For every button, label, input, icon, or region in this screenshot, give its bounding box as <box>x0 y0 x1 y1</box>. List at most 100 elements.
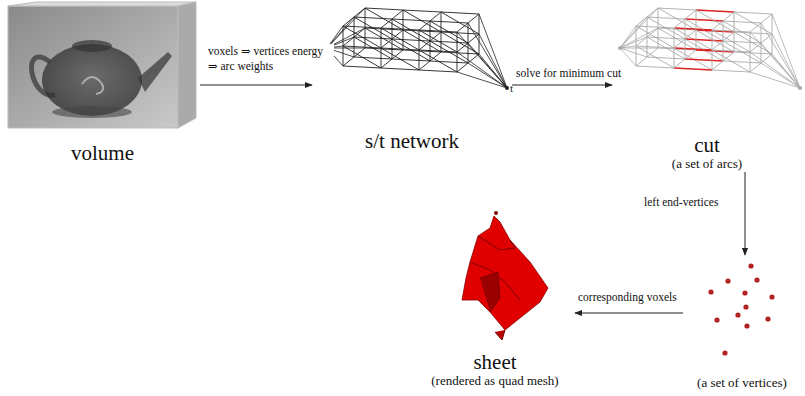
sink-arc <box>479 14 507 88</box>
network-arc <box>761 23 762 43</box>
network-arc <box>457 43 468 52</box>
network-arc <box>343 46 344 66</box>
network-arc <box>723 61 761 63</box>
network-arc <box>468 14 479 23</box>
network-arc <box>392 39 393 59</box>
network-arc <box>723 21 724 41</box>
network-arc <box>750 32 751 52</box>
network-arc <box>381 48 382 68</box>
flow-arrow <box>200 85 312 86</box>
diagram-node: s/t network <box>312 8 512 153</box>
network-arc <box>403 30 404 50</box>
network-arc <box>734 12 735 32</box>
network-arc <box>365 28 366 48</box>
network-arc <box>419 50 457 52</box>
network-arc <box>685 50 696 59</box>
edge-label: solve for minimum cut <box>514 66 623 81</box>
network-arc <box>430 32 441 41</box>
sink-arc <box>457 32 507 88</box>
sink-arc <box>468 63 507 88</box>
sink-vertex <box>505 86 509 90</box>
network-arc <box>750 23 761 32</box>
network-arc <box>674 28 675 48</box>
network-arc <box>419 21 430 30</box>
network-arc <box>457 23 468 32</box>
source-arc <box>620 48 658 49</box>
network-arc <box>712 50 750 52</box>
network-arc <box>712 61 723 70</box>
sink-arc <box>750 52 800 88</box>
network-arc <box>381 59 392 68</box>
network-arc <box>354 17 392 19</box>
network-arc <box>685 39 723 41</box>
flow-arrow <box>512 85 612 86</box>
network-arc <box>723 21 761 23</box>
network-arc <box>636 26 674 28</box>
network-arc <box>734 32 735 52</box>
network-arc <box>723 41 724 61</box>
network-arc <box>419 50 420 70</box>
network-arc <box>430 41 468 43</box>
network-arc <box>392 50 403 59</box>
network-arc <box>647 48 658 57</box>
node-title: cut <box>694 133 720 157</box>
network-arc <box>647 37 685 39</box>
network-arc <box>392 59 430 61</box>
network-arc <box>723 12 734 21</box>
flow-arrow <box>745 172 746 255</box>
network-arc <box>419 30 457 32</box>
network-arc <box>419 61 430 70</box>
cut-drawing <box>618 8 802 90</box>
network-arc <box>696 10 734 12</box>
network-arc <box>674 48 675 68</box>
sink-arc <box>457 52 507 88</box>
network-arc <box>343 57 354 66</box>
network-arc <box>479 34 480 54</box>
network-arc <box>712 21 723 30</box>
network-arc <box>696 30 697 50</box>
network-arc <box>734 12 772 34</box>
sink-arc <box>479 54 507 88</box>
network-arc <box>441 32 442 52</box>
network-arc <box>381 19 392 28</box>
sink-arc <box>761 63 800 88</box>
network-arc <box>354 37 392 39</box>
sink-arc <box>479 34 507 88</box>
network-arc <box>750 43 761 52</box>
node-subtitle: (rendered as quad mesh) <box>431 374 558 389</box>
network-arc <box>419 41 430 50</box>
node-title: s/t network <box>365 129 459 153</box>
network-arc <box>365 8 403 10</box>
network-arc <box>647 57 685 59</box>
network-arc <box>723 52 734 61</box>
network-arc <box>685 19 723 21</box>
sink-arc <box>457 72 507 88</box>
network-arc <box>647 17 685 19</box>
network-arc <box>392 19 430 21</box>
network-arc <box>430 61 468 63</box>
sink-arc <box>772 14 800 88</box>
source-arc <box>620 37 647 48</box>
network-arc <box>441 12 479 34</box>
network-arc <box>354 57 392 59</box>
diagram-node: (a set of vertices) <box>683 255 801 391</box>
network-arc <box>457 52 458 72</box>
network-arc <box>419 30 420 50</box>
sink-arc <box>772 54 800 88</box>
edge-label: corresponding voxels <box>576 290 679 305</box>
source-arc <box>620 28 658 48</box>
network-arc <box>750 63 761 72</box>
network-arc <box>392 10 403 19</box>
network-arc <box>647 37 648 57</box>
network-arc <box>343 26 381 28</box>
network-arc <box>430 21 468 23</box>
network-arc <box>685 19 686 39</box>
sink-arc <box>468 23 507 88</box>
sink-vertex <box>798 86 802 90</box>
network-arc <box>430 21 431 41</box>
network-arc <box>712 30 713 50</box>
source-arc <box>620 48 647 57</box>
network-arc <box>430 12 441 21</box>
network-arc <box>723 32 734 41</box>
